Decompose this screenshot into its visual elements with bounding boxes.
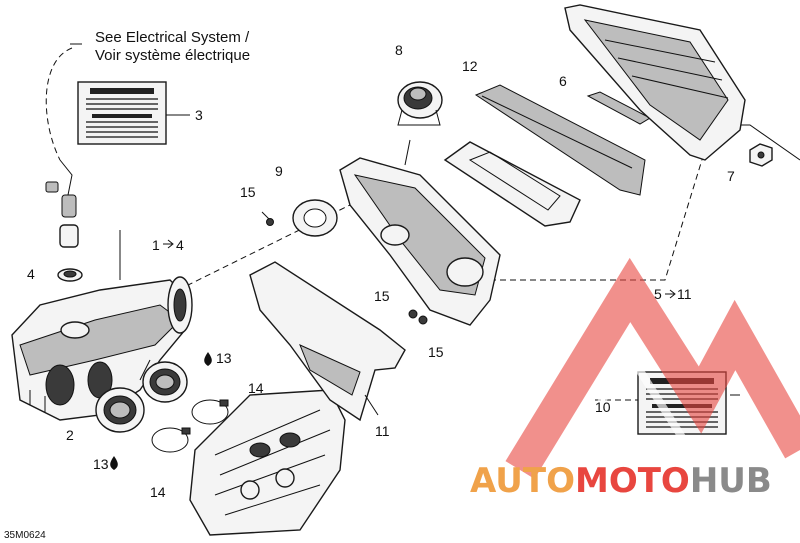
callout-4: 4	[27, 266, 35, 282]
callout-13-upper: 13	[216, 350, 232, 366]
callout-8: 8	[395, 42, 403, 58]
grommet-part-4	[57, 268, 83, 282]
engine-block	[189, 389, 346, 536]
callout-5-11-end: 11	[677, 286, 692, 302]
callout-5-11-start: 5	[654, 286, 662, 302]
callout-6: 6	[559, 73, 567, 89]
callout-15-left: 15	[240, 184, 256, 200]
screw-part-15-lower	[418, 315, 428, 325]
hose-clamp-part-14-lower	[151, 427, 191, 453]
watermark-logo	[505, 257, 800, 479]
callout-7: 7	[727, 168, 735, 184]
callout-9: 9	[275, 163, 283, 179]
nut-part-7	[749, 143, 773, 167]
intake-silencer-base	[11, 276, 193, 421]
watermark-text: AUTOMOTOHUB	[470, 461, 772, 501]
callout-11: 11	[375, 423, 390, 439]
range-arrow-icon	[163, 239, 174, 249]
callout-14-upper: 14	[248, 380, 264, 396]
lubricant-drop-icon	[110, 456, 118, 470]
seal-ring-part-9	[292, 199, 338, 237]
lubricant-drop-icon	[204, 352, 212, 366]
intake-cap-part-8	[397, 81, 443, 126]
gasket-frame	[443, 141, 581, 227]
range-arrow-icon	[665, 289, 676, 299]
callout-2: 2	[66, 427, 74, 443]
coupling-hose-part-2	[95, 387, 145, 433]
callout-1-4-end: 4	[176, 237, 184, 253]
sensor-wire	[45, 159, 79, 248]
electrical-note-line2: Voir système électrique	[95, 47, 250, 64]
hose-clamp-part-14-upper	[191, 399, 229, 425]
top-housing	[564, 4, 746, 161]
foam-seal-part-12	[474, 84, 646, 196]
callout-13-lower: 13	[93, 456, 109, 472]
callout-14-lower: 14	[150, 484, 166, 500]
callout-1-4-start: 1	[152, 237, 160, 253]
callout-15-lower: 15	[428, 344, 444, 360]
callout-10: 10	[595, 399, 611, 415]
electrical-note-line1: See Electrical System /	[95, 29, 250, 46]
silencer-cover-part-11	[249, 261, 406, 422]
callout-3: 3	[195, 107, 203, 123]
decal-part-3	[77, 81, 190, 145]
callout-15-middle: 15	[374, 288, 390, 304]
silencer-housing	[339, 139, 501, 326]
diagram-code: 35M0624	[4, 530, 46, 541]
callout-12: 12	[462, 58, 478, 74]
screw-part-15-middle	[408, 309, 418, 319]
coupling-hose-part-13	[142, 361, 188, 403]
assembly-lines	[45, 43, 800, 401]
screw-part-15-left	[261, 211, 274, 226]
